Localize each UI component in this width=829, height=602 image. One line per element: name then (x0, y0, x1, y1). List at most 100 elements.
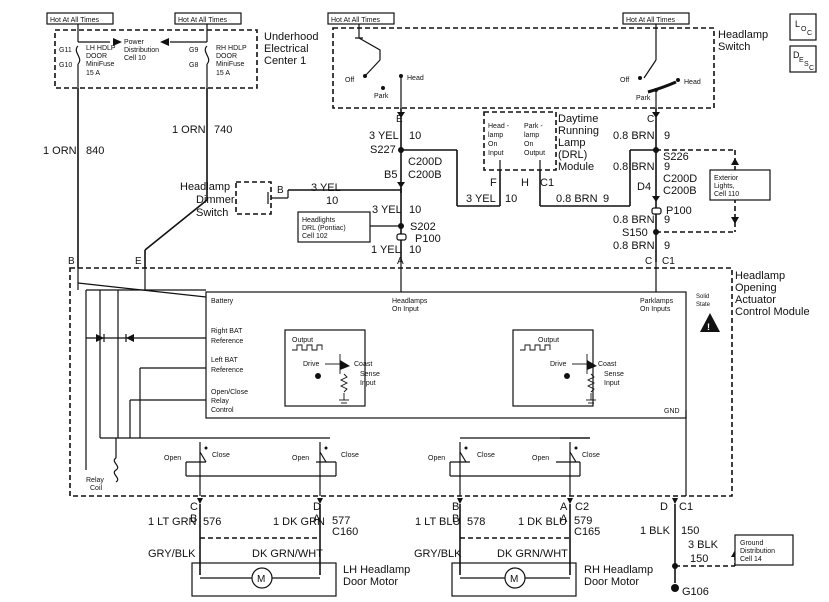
dimmer-pin-b: B (277, 185, 284, 196)
drl-hl-1: Head - (488, 123, 510, 130)
pin-b5: B5 (384, 169, 397, 181)
splice-s202: S202 (410, 221, 436, 233)
lh-fuse-label-4: 15 A (86, 70, 100, 77)
relay-open-3: Open (428, 455, 445, 462)
conn-c200b-left: C200B (408, 169, 442, 181)
hot-label-box-3 (327, 12, 395, 25)
pin-c1-top: C1 (662, 256, 675, 267)
module-open-close-3: Control (211, 407, 234, 414)
loc-box[interactable] (789, 13, 817, 41)
drl-pin-c1: C1 (540, 177, 554, 189)
rh-dkgrn: DK GRN/WHT (497, 548, 568, 560)
fuse-g11: G11 (59, 47, 72, 54)
gnd-wire3-color: 3 BLK (688, 539, 719, 551)
hot-label-2: Hot At All Times (178, 17, 228, 24)
gnd-pin-c1: C1 (679, 501, 693, 513)
gnd-ref-3: Cell 14 (740, 556, 762, 563)
lh-pin-a: A (313, 513, 321, 525)
headlamp-switch-title-1: Headlamp (718, 29, 768, 41)
lh-wire2-color: 1 DK GRN (273, 516, 325, 528)
lh-fuse-label-2: DOOR (86, 53, 107, 60)
relay-open-1: Open (164, 455, 181, 462)
module-right-bat-2: Reference (211, 338, 243, 345)
wire-yel10b-color: 3 YEL (311, 182, 341, 194)
drl-pl-1: Park - (524, 123, 543, 130)
module-pl-on-2: On Inputs (640, 306, 671, 313)
module-inner-box (205, 291, 687, 419)
uec-label-2: Electrical (264, 43, 309, 55)
right-switch-off: Off (620, 77, 629, 84)
fuse-g10: G10 (59, 62, 72, 69)
wire-yel10b-num: 10 (326, 195, 338, 207)
desc-d: D (793, 50, 800, 60)
conn-c200d-left: C200D (408, 156, 442, 168)
module-battery: Battery (211, 298, 234, 305)
uec-label-1: Underhood (264, 31, 318, 43)
wire-840-num: 840 (86, 145, 104, 157)
lh-fuse-symbol (75, 45, 81, 65)
conn-c200d-right: C200D (663, 173, 697, 185)
wire-yel10c-color: 3 YEL (372, 204, 402, 216)
wire-brn-e-num: 9 (664, 240, 670, 252)
drl-ref-3: Cell 102 (302, 233, 328, 240)
relay-open-2: Open (292, 455, 309, 462)
left-switch-park: Park (374, 93, 389, 100)
wire-yel1-color: 1 YEL (371, 244, 401, 256)
relay-close-3: Close (477, 452, 495, 459)
relay-open-4: Open (532, 455, 549, 462)
relay-close-2: Close (341, 452, 359, 459)
rh-wire1-color: 1 LT BLU (415, 516, 461, 528)
module-title-4: Control Module (735, 306, 810, 318)
drl-pin-h: H (521, 177, 529, 189)
right-coast-label: Coast (598, 361, 616, 368)
left-switch-off: Off (345, 77, 354, 84)
module-title-3: Actuator (735, 294, 776, 306)
ext-ref-3: Cell 110 (714, 191, 739, 198)
rh-wire1-num: 578 (467, 516, 485, 528)
hot-label-4: Hot At All Times (626, 17, 676, 24)
pin-e-left: E (135, 256, 142, 267)
module-left-bat-1: Left BAT (211, 357, 238, 364)
drl-hl-3: On (488, 141, 497, 148)
splice-s150: S150 (622, 227, 648, 239)
lh-gry: GRY/BLK (148, 548, 196, 560)
module-solid-2: State (696, 302, 711, 308)
lh-motor-icon (251, 567, 273, 589)
switch-pin-e: E (396, 114, 403, 125)
p100-left (396, 233, 407, 241)
drl-hl-2: lamp (488, 132, 503, 139)
relay-contacts-lh (185, 442, 337, 496)
splice-s227: S227 (370, 144, 396, 156)
wire-brn-b-color: 0.8 BRN (613, 161, 655, 173)
lh-motor-title-1: LH Headlamp (343, 564, 410, 576)
rh-fuse-label-1: RH HDLP (216, 45, 247, 52)
hot-label-box-2 (174, 12, 242, 25)
wire-brn-d-num: 9 (664, 214, 670, 226)
lh-fuse-label-3: MiniFuse (86, 61, 115, 68)
left-coast-label: Coast (354, 361, 372, 368)
rh-fuse-label-2: DOOR (216, 53, 237, 60)
dimmer-title-3: Switch (196, 207, 228, 219)
hot-label-box-1 (46, 12, 114, 25)
pin-a-top: A (397, 256, 404, 267)
gnd-ref-1: Ground (740, 540, 763, 547)
splice-s226: S226 (663, 151, 689, 163)
lh-dkgrn: DK GRN/WHT (252, 548, 323, 560)
rh-pin-a: A (560, 501, 568, 513)
rh-fuse-label-4: 15 A (216, 70, 230, 77)
dimmer-title-2: Dimmer (196, 194, 235, 206)
rh-gry: GRY/BLK (414, 548, 462, 560)
gnd-ref-2: Distribution (740, 548, 775, 555)
lh-wire1-color: 1 LT GRN (148, 516, 197, 528)
wire-yel10a-color: 3 YEL (369, 130, 399, 142)
wire-brn-a-num: 9 (664, 130, 670, 142)
rh-motor-box (451, 562, 577, 597)
conn-c200b-right: C200B (663, 185, 697, 197)
desc-box[interactable] (789, 45, 817, 73)
left-switch-arm (364, 59, 381, 77)
module-gnd: GND (664, 408, 680, 415)
uec-label-3: Center 1 (264, 55, 306, 67)
rh-motor-m: M (510, 574, 518, 585)
pin-b-left: B (68, 256, 75, 267)
